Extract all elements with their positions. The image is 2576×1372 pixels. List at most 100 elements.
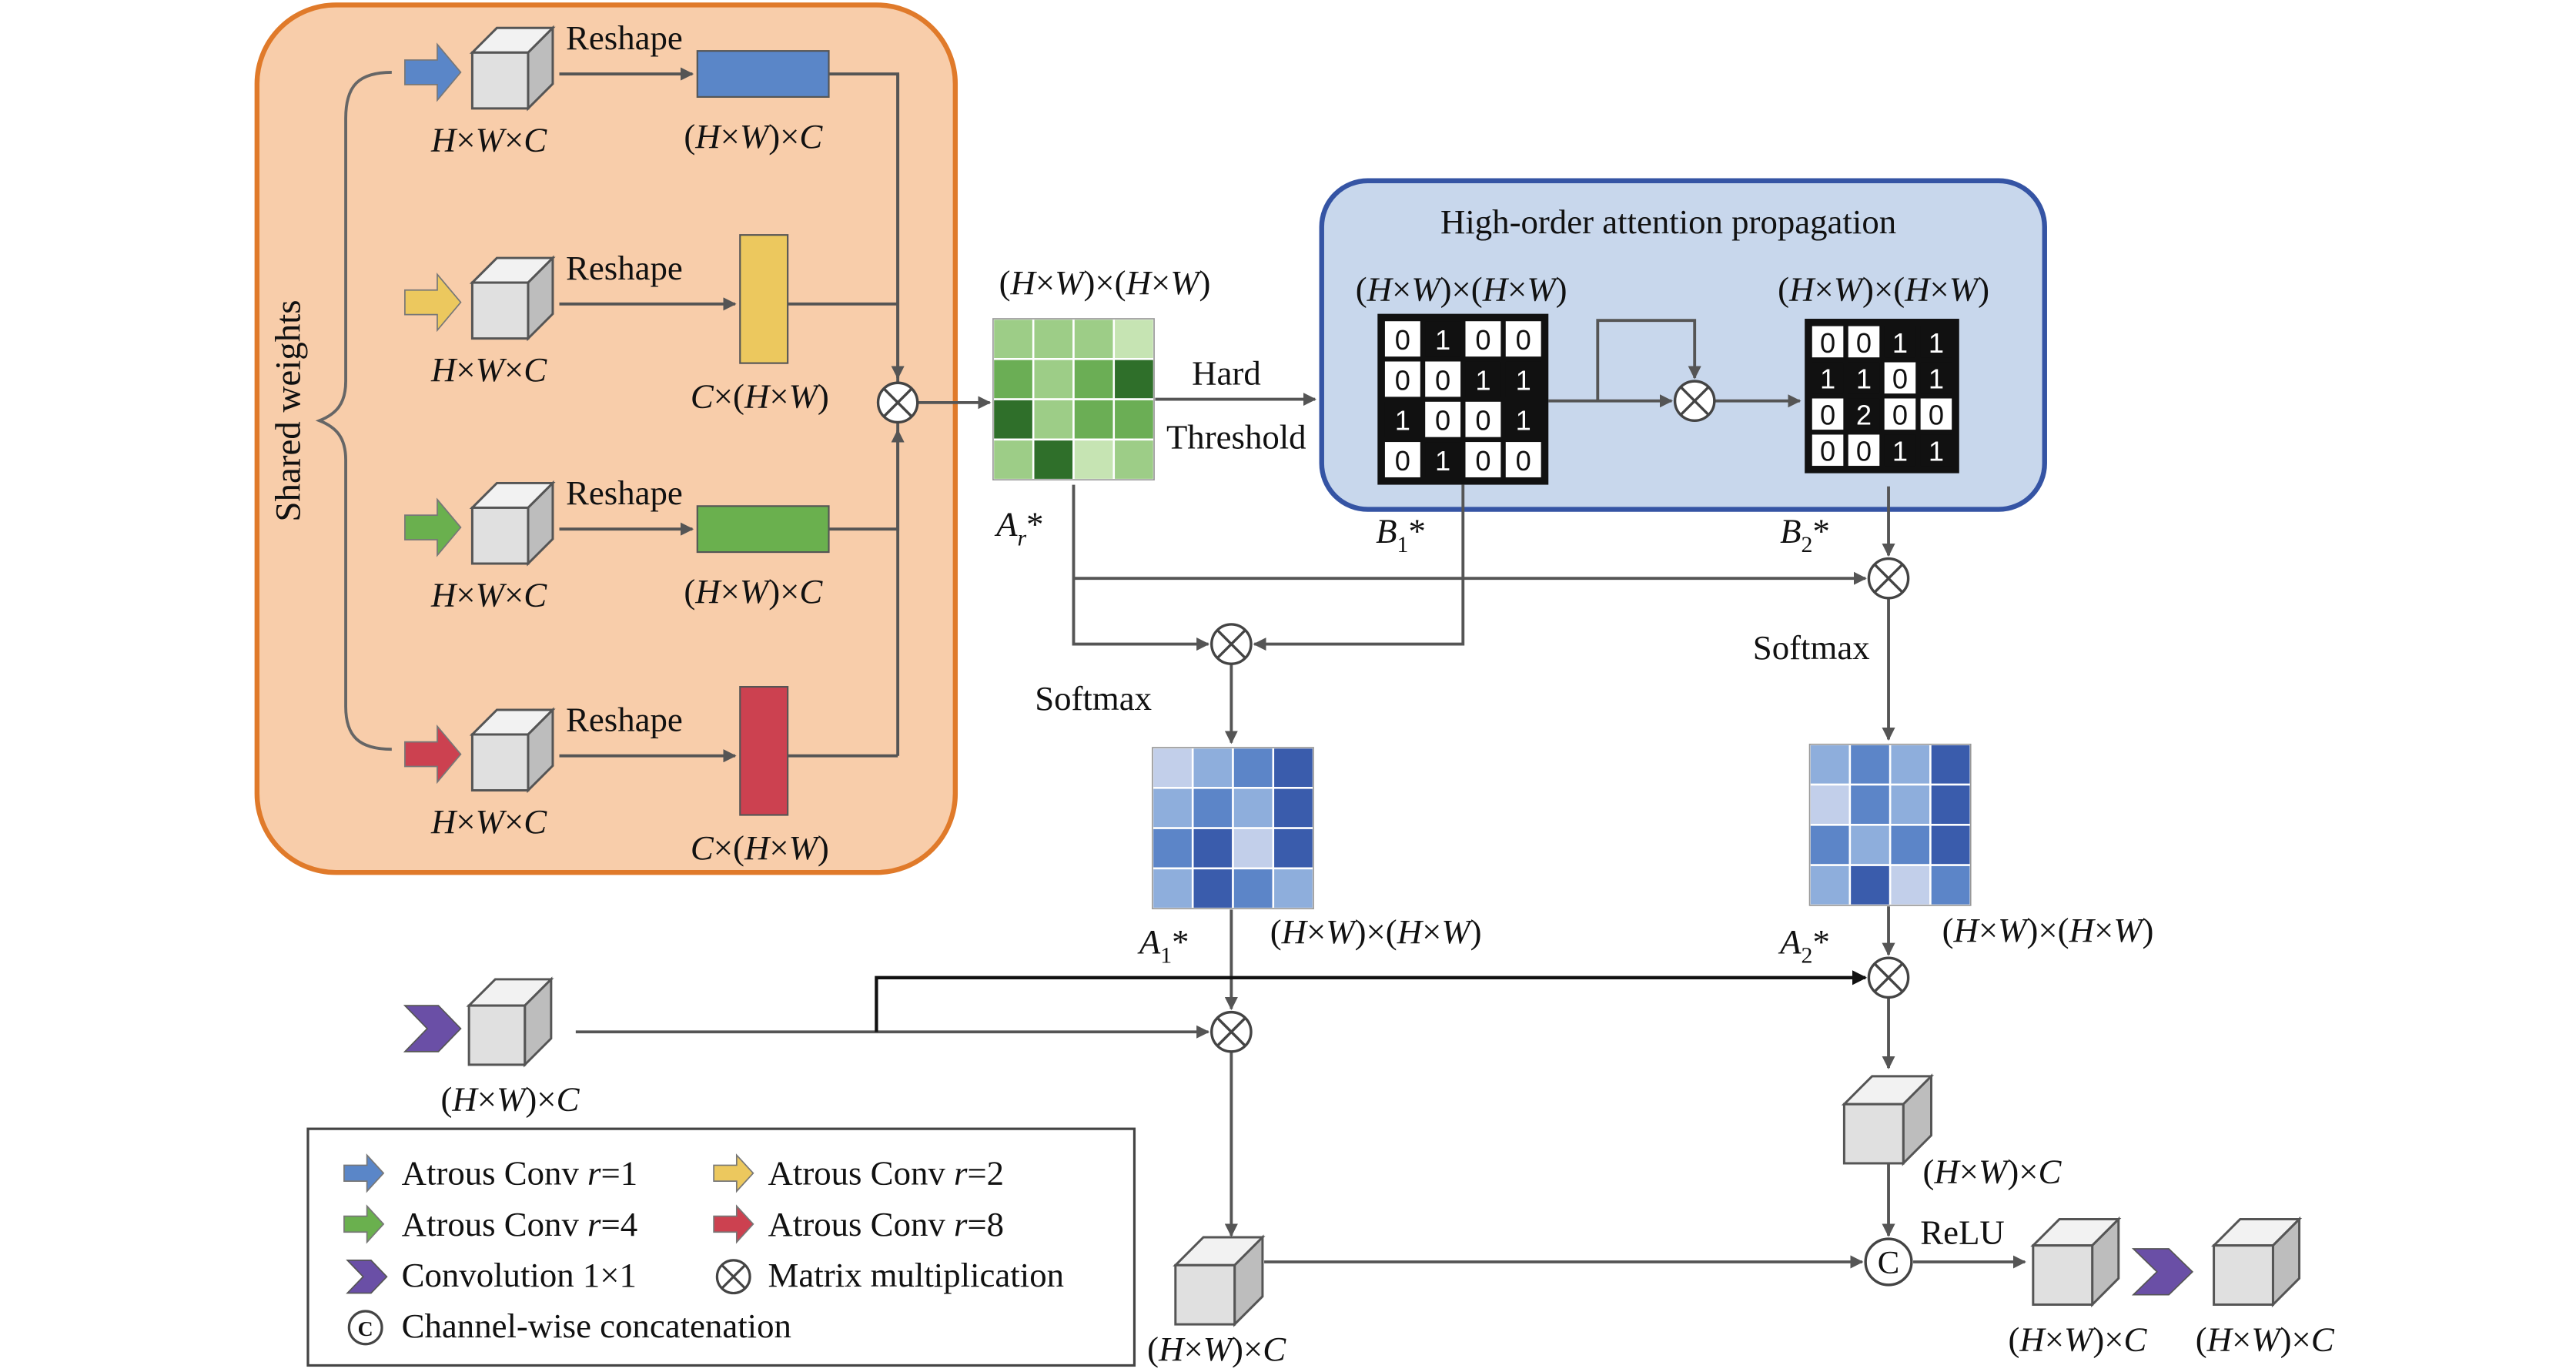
multiply-node-a2 bbox=[1867, 557, 1910, 600]
legend-item-concatenation: Channel-wise concatenation bbox=[402, 1307, 791, 1345]
b1-matrix-value: 0 bbox=[1475, 405, 1490, 437]
final-cube-1 bbox=[2030, 1216, 2122, 1308]
a2-matrix-cell bbox=[1889, 864, 1932, 907]
b1-loop-arrow bbox=[1596, 319, 1701, 401]
a1-matrix-cell bbox=[1232, 867, 1275, 910]
b2-matrix-cell bbox=[1812, 362, 1844, 394]
b2-matrix-cell bbox=[1884, 362, 1916, 394]
ar-matrix-cell bbox=[1112, 398, 1156, 441]
b2-matrix-value: 1 bbox=[1929, 363, 1944, 395]
branch-1-feature-cube bbox=[469, 25, 556, 112]
legend-yellow-arrow-icon bbox=[713, 1153, 754, 1193]
b2-matrix-value: 0 bbox=[1856, 436, 1872, 467]
branch-4-feature-cube-front bbox=[470, 733, 530, 792]
branch-1-output-dim: (H×W)×C bbox=[684, 117, 823, 156]
b2-matrix-cell bbox=[1920, 362, 1952, 394]
legend-item-atrous-r8: Atrous Conv r=8 bbox=[768, 1205, 1005, 1243]
a2-matrix-cell bbox=[1889, 743, 1932, 786]
b2-matrix-cell bbox=[1884, 326, 1916, 358]
branch-4-atrous-arrow-icon bbox=[404, 724, 462, 785]
b1-matrix-cell bbox=[1505, 442, 1541, 477]
a1-matrix-cell bbox=[1151, 867, 1194, 910]
a2-matrix-cell bbox=[1808, 824, 1852, 866]
b1-matrix-cell bbox=[1465, 361, 1501, 397]
out-right-cube bbox=[1841, 1073, 1935, 1166]
a1-matrix-cell bbox=[1151, 787, 1194, 829]
b1-matrix-cell bbox=[1384, 401, 1420, 437]
b2-matrix-value: 0 bbox=[1929, 400, 1944, 431]
b2-matrix-value: 2 bbox=[1856, 400, 1872, 431]
branch-3-atrous-arrow-icon bbox=[404, 497, 462, 557]
ar-matrix-cell bbox=[992, 358, 1035, 400]
b1-matrix-value: 0 bbox=[1475, 324, 1490, 356]
a2-matrix-cell bbox=[1848, 783, 1892, 826]
connector-lines bbox=[315, 67, 2026, 1269]
b2-dim-label: (H×W)×(H×W) bbox=[1778, 270, 1989, 309]
legend-item-atrous-r1: Atrous Conv r=1 bbox=[402, 1154, 638, 1193]
multiply-node-out1-x2 bbox=[1216, 1017, 1246, 1046]
b1-matrix-cell bbox=[1505, 401, 1541, 437]
labels: Shared weightsReshapeH×W×C(H×W)×CReshape… bbox=[268, 18, 2335, 1368]
ar-matrix-border bbox=[992, 318, 1155, 481]
b2-matrix-cell bbox=[1848, 326, 1880, 358]
a1-matrix-cell bbox=[1272, 787, 1315, 829]
a1-matrix-cell bbox=[1151, 827, 1194, 870]
ar-dim-label: (H×W)×(H×W) bbox=[999, 263, 1211, 302]
b2-matrix-value: 1 bbox=[1856, 363, 1872, 395]
out-mid-cube-front bbox=[1174, 1263, 1236, 1326]
concat-symbol: C bbox=[1878, 1245, 1899, 1281]
branch-2-reshape-label: Reshape bbox=[566, 249, 683, 287]
b1-matrix-value: 0 bbox=[1475, 445, 1490, 477]
ar-matrix-cell bbox=[1032, 398, 1075, 441]
ar-matrix-cell bbox=[992, 317, 1035, 360]
b1-matrix-value: 0 bbox=[1435, 405, 1450, 437]
b2-matrix-cell bbox=[1812, 326, 1844, 358]
b1-matrix-cell bbox=[1384, 361, 1420, 397]
a2-matrix-cell bbox=[1889, 824, 1932, 866]
b1-matrix-cell bbox=[1465, 442, 1501, 477]
b1-matrix-value: 0 bbox=[1516, 445, 1531, 477]
b1-matrix-value: 1 bbox=[1395, 405, 1410, 437]
ar-matrix-name: Ar* bbox=[994, 505, 1043, 551]
final-cube-2-front bbox=[2213, 1244, 2274, 1306]
b2-matrix-cell bbox=[1884, 398, 1916, 430]
b2-matrix-cell bbox=[1848, 362, 1880, 394]
branch-4-output-dim: C×(H×W) bbox=[691, 828, 829, 867]
final2-dim: (H×W)×C bbox=[2196, 1320, 2335, 1358]
a1-matrix-border bbox=[1152, 747, 1314, 910]
b1-matrix-cell bbox=[1425, 321, 1461, 357]
ar-matrix-cell bbox=[1112, 358, 1156, 400]
ar-matrix-cell bbox=[1072, 438, 1116, 481]
a2-matrix-cell bbox=[1848, 864, 1892, 907]
b1-matrix-cell bbox=[1384, 442, 1420, 477]
ar-matrix-cell bbox=[1072, 398, 1116, 441]
b2-matrix-value: 1 bbox=[1929, 436, 1944, 467]
b1-matrix-value: 1 bbox=[1516, 364, 1531, 396]
out-right-dim: (H×W)×C bbox=[1922, 1153, 2062, 1191]
a1-matrix-cell bbox=[1151, 746, 1194, 789]
multiply-node-a1-x2 bbox=[1216, 629, 1246, 659]
branch-1-input-dim: H×W×C bbox=[430, 120, 547, 159]
a2-matrix-cell bbox=[1808, 864, 1852, 907]
final1-dim: (H×W)×C bbox=[2008, 1320, 2147, 1358]
a1-dim-label: (H×W)×(H×W) bbox=[1270, 912, 1482, 951]
multiply-node-out1 bbox=[1210, 1010, 1253, 1053]
b1-matrix-value: 0 bbox=[1395, 445, 1410, 477]
branch-3-output-dim: (H×W)×C bbox=[684, 572, 823, 611]
final-conv-chevron-icon bbox=[2131, 1248, 2194, 1296]
b2-matrix-cell bbox=[1884, 434, 1916, 467]
branch-4-reshaped-block bbox=[739, 686, 789, 816]
multiply-node-ar bbox=[876, 381, 919, 424]
multiply-node-out2 bbox=[1867, 956, 1910, 999]
shared-weights-brace bbox=[315, 70, 392, 751]
branch-3-input-dim: H×W×C bbox=[430, 575, 547, 614]
ar-matrix-cell bbox=[1032, 317, 1075, 360]
a2-matrix-cell bbox=[1929, 743, 1972, 786]
branch-4-feature-cube bbox=[469, 707, 556, 794]
b2-matrix-value: 0 bbox=[1892, 400, 1908, 431]
ar-matrix-cell bbox=[1112, 317, 1156, 360]
b2-matrix-cell bbox=[1848, 398, 1880, 430]
branch-3-reshaped-block bbox=[696, 505, 830, 554]
softmax-left-label: Softmax bbox=[1035, 679, 1152, 718]
